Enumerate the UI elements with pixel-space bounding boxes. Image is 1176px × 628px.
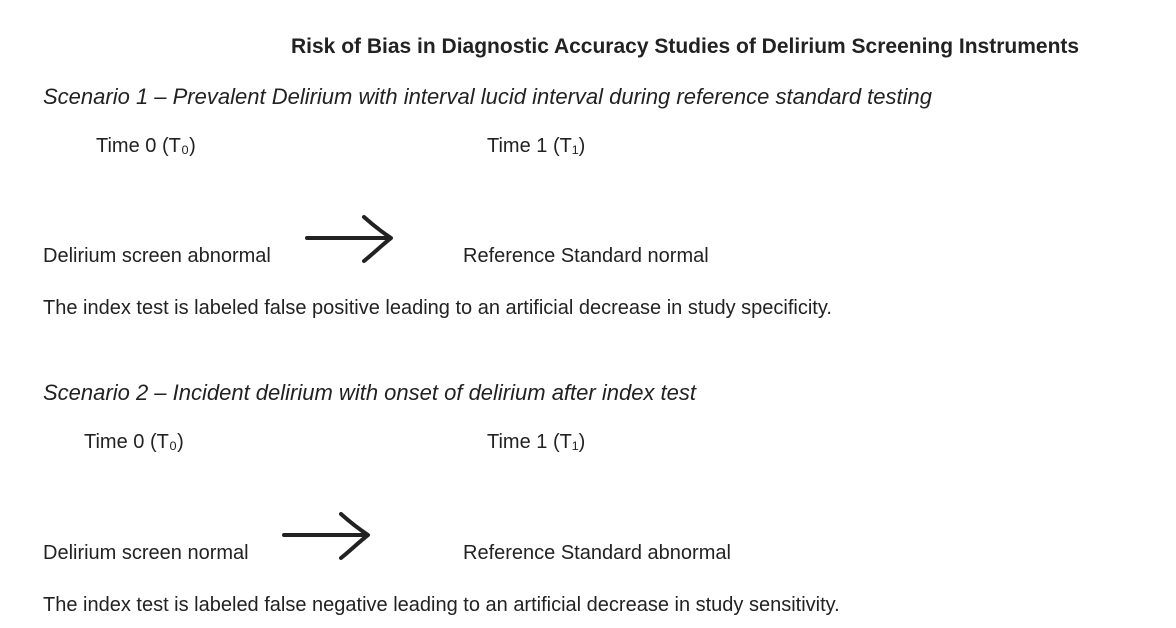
scenario-1-time0-label: Time 0 (T₀): [96, 135, 196, 157]
scenario-2-right-arrow-icon: [282, 512, 370, 560]
scenario-1-conclusion: The index test is labeled false positive…: [43, 297, 832, 319]
scenario-2-index-test-result: Delirium screen normal: [43, 542, 249, 564]
scenario-2-time1-label: Time 1 (T₁): [487, 431, 586, 453]
scenario-2-heading: Scenario 2 – Incident delirium with onse…: [43, 380, 696, 405]
scenario-1-reference-standard-result: Reference Standard normal: [463, 245, 709, 267]
scenario-1-index-test-result: Delirium screen abnormal: [43, 245, 271, 267]
scenario-2-reference-standard-result: Reference Standard abnormal: [463, 542, 731, 564]
page-title: Risk of Bias in Diagnostic Accuracy Stud…: [291, 35, 1080, 58]
scenario-2-conclusion: The index test is labeled false negative…: [43, 594, 840, 616]
scenario-1-time1-label: Time 1 (T₁): [487, 135, 586, 157]
scenario-1-heading: Scenario 1 – Prevalent Delirium with int…: [43, 84, 933, 109]
scenario-1-right-arrow-icon: [305, 215, 393, 263]
scenario-2-time0-label: Time 0 (T₀): [84, 431, 184, 453]
